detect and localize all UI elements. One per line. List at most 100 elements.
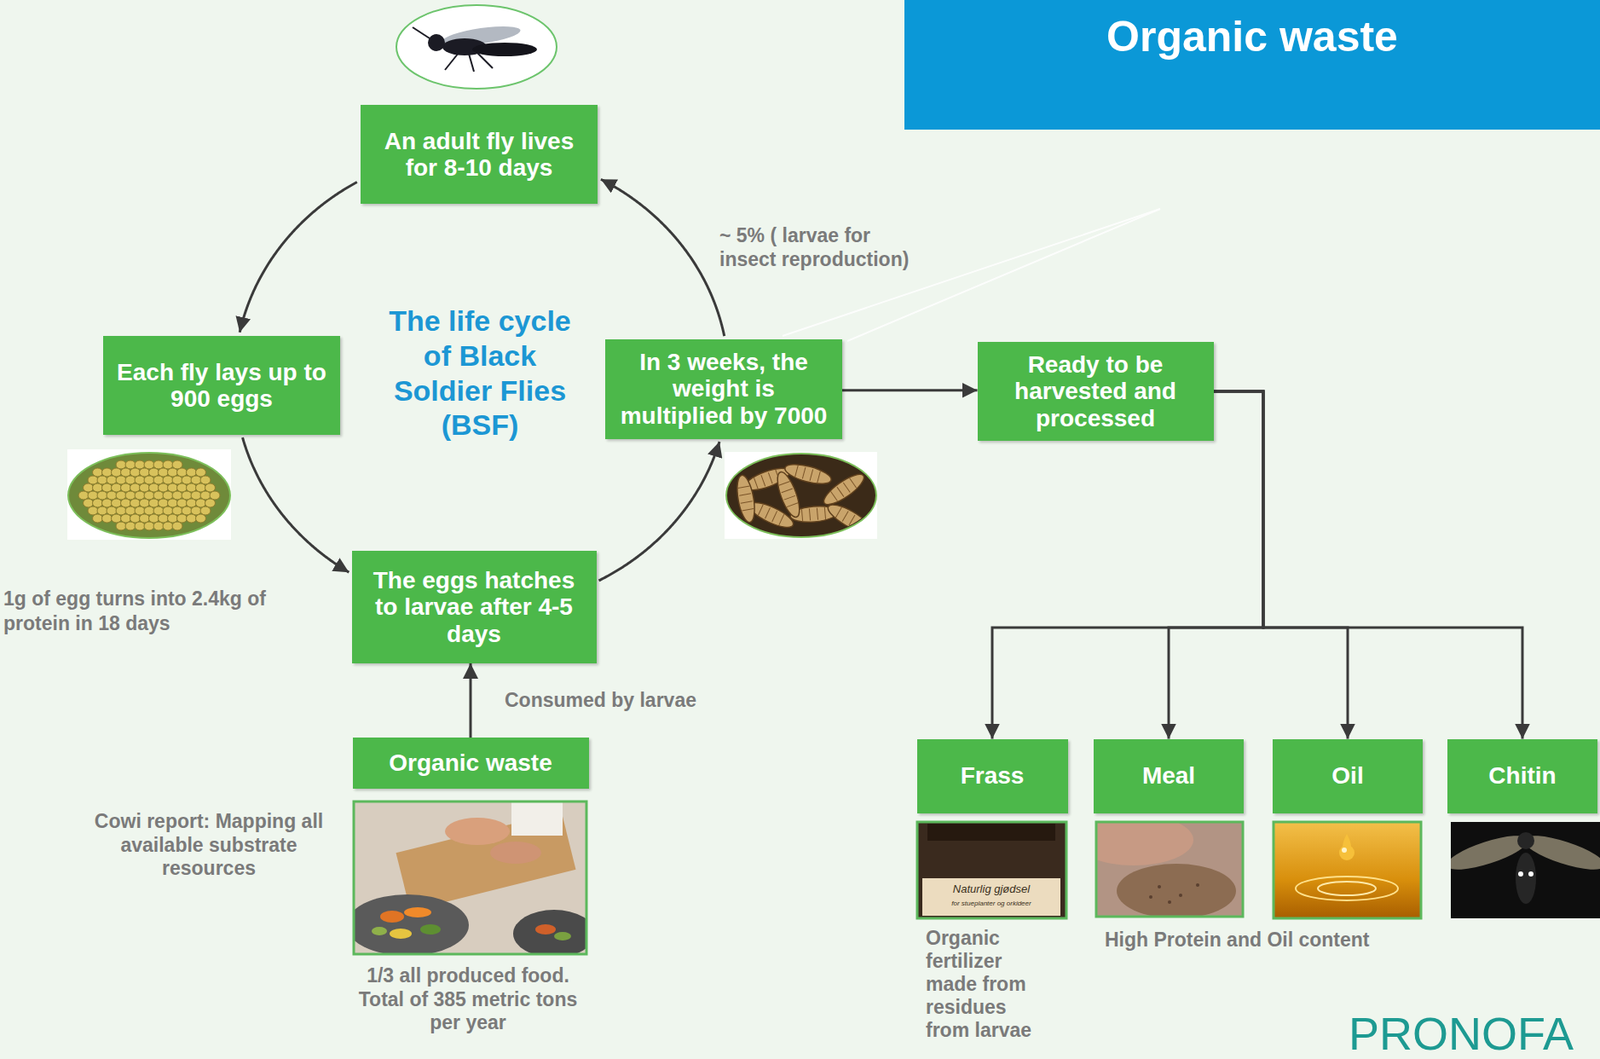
- process-box: Frass: [917, 739, 1069, 814]
- frass-photo-part: [922, 877, 1061, 916]
- egg: [196, 498, 207, 508]
- larva-segment: [817, 471, 821, 484]
- fly-picture-part: [427, 34, 445, 52]
- larva-segment: [738, 485, 751, 488]
- egg: [125, 490, 136, 500]
- egg-cluster: [78, 460, 220, 531]
- egg: [153, 521, 164, 531]
- egg: [97, 506, 108, 515]
- larva-segment: [781, 488, 793, 493]
- egg: [149, 467, 160, 477]
- caption-text-box: Organic fertilizer made from residues fr…: [925, 926, 1050, 1042]
- chitin-photo-part: [1450, 821, 1600, 919]
- egg: [130, 514, 141, 523]
- egg: [102, 467, 113, 477]
- egg: [130, 498, 141, 508]
- edge-label-box: Consumed by larvae: [504, 688, 697, 713]
- box-text: Chitin: [1488, 762, 1556, 789]
- process-box: Organic waste: [352, 737, 590, 789]
- larva: [733, 473, 757, 524]
- box-text: In 3 weeks, the weight is multiplied by …: [613, 348, 834, 429]
- larva-segment: [768, 472, 773, 484]
- larva-segment: [739, 493, 751, 496]
- larva-segment: [808, 508, 810, 520]
- egg: [186, 483, 197, 492]
- larva: [773, 469, 804, 520]
- egg: [115, 521, 127, 531]
- larva: [824, 499, 873, 538]
- egg: [186, 514, 197, 523]
- process-box: Each fly lays up to 900 eggs: [103, 335, 341, 435]
- larva-segment: [741, 508, 754, 511]
- note-text: Cowi report: Mapping all available subst…: [89, 809, 329, 881]
- box-text: Oil: [1331, 762, 1364, 789]
- larva-segment: [784, 495, 796, 500]
- food-photo-part-part: [490, 841, 542, 864]
- caption-text-box: High Protein and Oil content: [1104, 928, 1429, 953]
- egg: [153, 506, 164, 515]
- egg: [125, 460, 136, 469]
- fly-picture-part: [412, 27, 430, 39]
- egg: [92, 483, 104, 492]
- egg: [92, 498, 104, 508]
- eggs-picture-part: [67, 449, 232, 540]
- larva-segment: [802, 467, 806, 480]
- larva-segment: [786, 502, 798, 508]
- process-box: The eggs hatches to larvae after 4-5 day…: [352, 550, 597, 664]
- egg: [115, 460, 127, 469]
- oil-photo-part: [1273, 821, 1421, 919]
- food-photo-part-part: [353, 894, 469, 954]
- egg: [205, 498, 216, 508]
- egg: [139, 483, 151, 492]
- box-text: An adult fly lives for 8-10 days: [369, 127, 590, 182]
- egg: [121, 483, 132, 492]
- egg: [111, 514, 122, 523]
- egg: [167, 514, 179, 523]
- chitin-photo-part-part: [1515, 852, 1537, 904]
- frass-photo-part: [917, 821, 1067, 919]
- meal-photo-part-part: [1195, 883, 1200, 887]
- egg: [130, 483, 141, 492]
- chitin-photo-part-part: [1518, 871, 1524, 877]
- egg: [102, 498, 113, 508]
- egg: [172, 460, 183, 469]
- egg: [196, 514, 207, 523]
- chitin-photo-part: [1450, 828, 1600, 904]
- egg: [162, 475, 174, 485]
- egg: [181, 475, 192, 485]
- larva-segment: [831, 490, 838, 501]
- egg: [162, 506, 174, 515]
- larva-segment: [740, 501, 753, 503]
- connector-arrow: [469, 663, 473, 738]
- egg: [144, 521, 155, 531]
- egg: [106, 490, 117, 500]
- process-box: Meal: [1093, 739, 1244, 814]
- larva-segment: [757, 504, 763, 516]
- egg: [87, 506, 99, 515]
- egg: [162, 521, 174, 531]
- oil-photo-part: [1295, 876, 1398, 901]
- egg: [190, 475, 202, 485]
- egg: [111, 498, 122, 508]
- egg: [167, 467, 179, 477]
- larva-segment: [849, 514, 855, 526]
- box-text: Ready to be harvested and processed: [986, 351, 1206, 432]
- larvae-picture-part: [726, 453, 877, 538]
- larva-body: [733, 473, 757, 524]
- jar-label-box: Naturlig gjødsel: [925, 883, 1058, 896]
- larvae-group: [733, 460, 873, 538]
- egg: [134, 490, 145, 500]
- larva-segment: [816, 508, 818, 520]
- egg: [134, 475, 145, 485]
- meal-photo-part-part: [1157, 884, 1162, 889]
- process-box: Ready to be harvested and processed: [977, 341, 1214, 441]
- larva-segment: [855, 518, 862, 529]
- egg: [125, 506, 136, 515]
- connector-arrow: [1213, 391, 1349, 740]
- egg: [121, 514, 132, 523]
- chitin-photo: [1443, 821, 1600, 919]
- frass-photo: [917, 821, 1067, 919]
- jar-label: for stueplanter og orkideer: [925, 900, 1058, 908]
